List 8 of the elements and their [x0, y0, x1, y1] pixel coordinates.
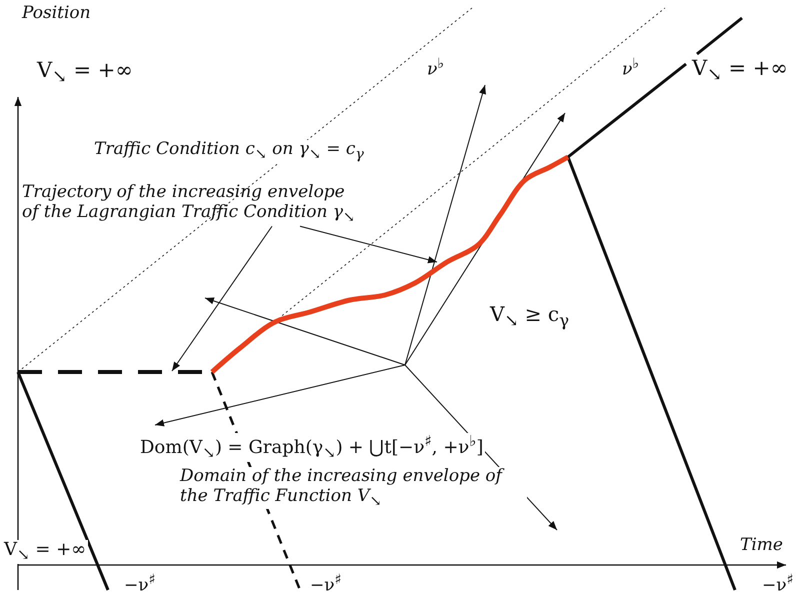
annotation-text: Trajectory of the increasing envelope of the Lagrangian Traffic Condition γ$_{↘}$: [22, 183, 357, 226]
leader-line: [300, 226, 438, 264]
leader-line: [172, 226, 272, 372]
formula-text: Dom(V$_{↘}$) = Graph(γ$_{↘}$) + ⋃t[−ν$^{♯}$, +ν$^{♭}$]: [138, 433, 486, 462]
annotation-text: Domain of the increasing envelope of the Traffic Function V$_{↘}$: [178, 467, 527, 510]
condition-text: Traffic Condition c$_{↘}$ on γ$_{↘}$ = c$_{γ}$: [92, 140, 366, 163]
region-label: V$_{↘}$ ≥ c$_{γ}$: [488, 303, 572, 330]
region-label: V$_{↘}$ = +∞: [2, 540, 88, 564]
